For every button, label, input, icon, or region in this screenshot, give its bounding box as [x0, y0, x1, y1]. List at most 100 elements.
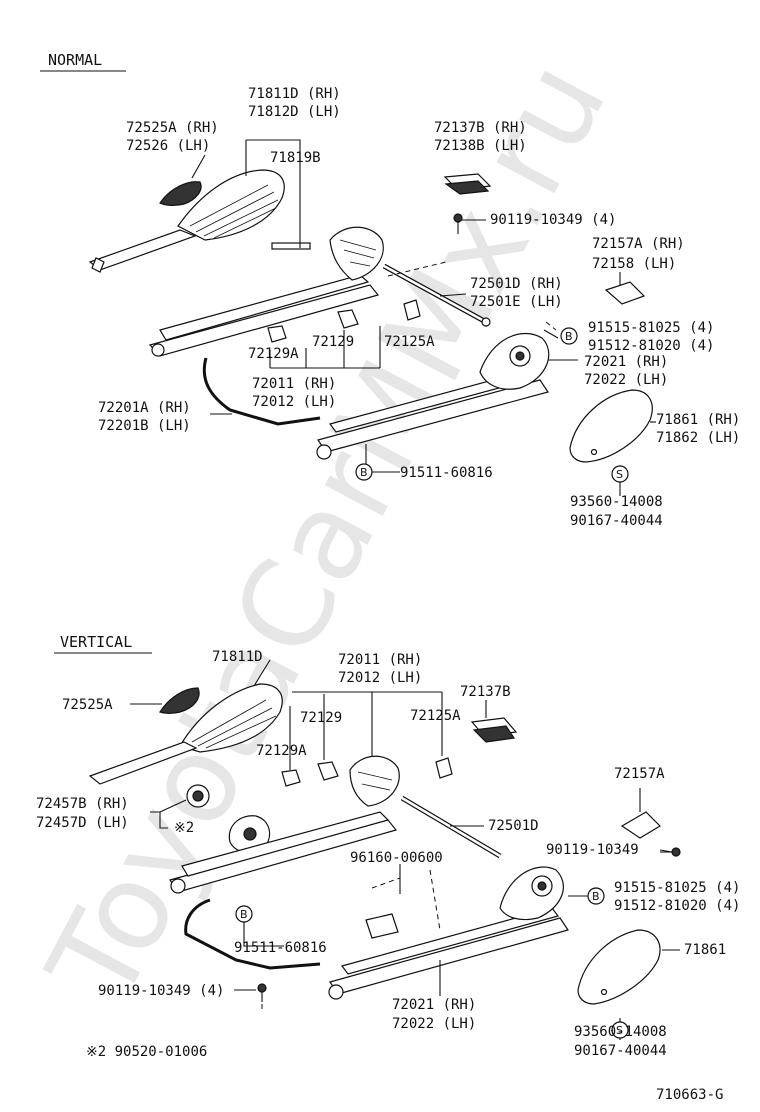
- seat-track-72011-icon: [169, 755, 400, 894]
- leader-line: [243, 922, 284, 947]
- circle-s-letter: S: [616, 1024, 623, 1037]
- seat-track-outer-icon: [88, 741, 198, 785]
- circle-b-letter: B: [592, 890, 600, 903]
- label-72457D: 72457D (LH): [36, 815, 129, 831]
- label-72501D: 72501D (RH): [470, 276, 563, 292]
- label-note2: ※2: [174, 820, 194, 836]
- strip-71819B-icon: [271, 242, 311, 250]
- label-71861: 71861: [684, 942, 726, 958]
- label-71811D: 71811D (RH): [248, 86, 341, 102]
- side-cover-72525A-icon: [159, 181, 202, 206]
- label-91511: 91511-60816: [400, 465, 493, 481]
- seat-track-72011-icon: [148, 226, 384, 357]
- label-72501D: 72501D: [488, 818, 539, 834]
- label-71861: 71861 (RH): [656, 412, 740, 428]
- clip-72129A-icon: [281, 769, 301, 787]
- bracket-72137B-icon: [470, 717, 518, 743]
- leader-line: [269, 326, 381, 369]
- bolt-90119-icon: [453, 213, 463, 234]
- label-72125A: 72125A: [384, 334, 435, 350]
- label-91515: 91515-81025 (4): [588, 320, 714, 336]
- rod-72501D-icon: [382, 263, 491, 327]
- label-72129: 72129: [312, 334, 354, 350]
- circle-b-letter: B: [360, 466, 368, 479]
- cushion-pad-71811D-icon: [177, 169, 285, 241]
- circle-b-letter: B: [565, 330, 573, 343]
- label-72157A: 72157A: [614, 766, 665, 782]
- bracket-72137B-icon: [443, 173, 492, 195]
- label-72158: 72158 (LH): [592, 256, 676, 272]
- leader-line: [543, 329, 559, 339]
- label-93560: 93560-14008: [574, 1024, 667, 1040]
- circle-b-marker: [587, 887, 605, 905]
- label-71811D: 71811D: [212, 649, 263, 665]
- clip-72129-icon: [337, 309, 359, 329]
- rod-72201A-icon: [202, 357, 321, 426]
- label-72129A: 72129A: [256, 743, 307, 759]
- label-93560: 93560-14008: [570, 494, 663, 510]
- label-90167: 90167-40044: [574, 1043, 667, 1059]
- label-72129: 72129: [300, 710, 342, 726]
- label-72501E: 72501E (LH): [470, 294, 563, 310]
- label-72457B: 72457B (RH): [36, 796, 129, 812]
- drawing-number: 710663-G: [656, 1087, 723, 1103]
- label-91515: 91515-81025 (4): [614, 880, 740, 896]
- circle-b-letter: B: [240, 908, 248, 921]
- dashed-leader: [371, 877, 401, 889]
- label-72157A: 72157A (RH): [592, 236, 685, 252]
- side-cover-72525A-icon: [159, 687, 200, 715]
- circle-b-marker: [560, 327, 578, 345]
- label-71862: 71862 (LH): [656, 430, 740, 446]
- dashed-leader: [387, 261, 447, 277]
- label-90119b: 90119-10349 (4): [98, 983, 224, 999]
- label-71812D: 71812D (LH): [248, 104, 341, 120]
- leader-line: [439, 293, 467, 297]
- leader-line: [150, 799, 187, 829]
- label-72011: 72011 (RH): [252, 376, 336, 392]
- bolt-90119-bottom-icon: [257, 983, 267, 1002]
- label-90167: 90167-40044: [570, 513, 663, 529]
- leader-line: [246, 139, 301, 248]
- label-72137B: 72137B: [460, 684, 511, 700]
- clip-72129-icon: [317, 761, 339, 781]
- label-72201A: 72201A (RH): [98, 400, 191, 416]
- label-72021: 72021 (RH): [584, 354, 668, 370]
- link-bracket-icon: [365, 913, 399, 939]
- cushion-pad-71811D-icon: [179, 683, 283, 753]
- rod-72501D-icon: [400, 795, 502, 859]
- label-72022: 72022 (LH): [392, 1016, 476, 1032]
- label-90119: 90119-10349 (4): [490, 212, 616, 228]
- section-title-vertical: VERTICAL: [60, 633, 132, 651]
- label-91512: 91512-81020 (4): [614, 898, 740, 914]
- knob-72457B-icon: [186, 784, 210, 808]
- seat-track-72021-icon: [328, 866, 569, 1000]
- circle-s-letter: S: [616, 468, 623, 481]
- label-72201B: 72201B (LH): [98, 418, 191, 434]
- label-72012: 72012 (LH): [338, 670, 422, 686]
- label-90119a: 90119-10349: [546, 842, 639, 858]
- label-72526: 72526 (LH): [126, 138, 210, 154]
- recliner-cover-71861-icon: [577, 929, 661, 1005]
- seat-track-72021-icon: [316, 333, 550, 460]
- label-72022: 72022 (LH): [584, 372, 668, 388]
- label-72012: 72012 (LH): [252, 394, 336, 410]
- clip-72125A-icon: [435, 757, 453, 779]
- dashed-leader: [429, 869, 441, 931]
- label-72011: 72011 (RH): [338, 652, 422, 668]
- bracket-72157A-icon: [604, 281, 646, 305]
- rod-link-icon: [184, 898, 321, 970]
- label-72021: 72021 (RH): [392, 997, 476, 1013]
- label-72125A: 72125A: [410, 708, 461, 724]
- bracket-72157A-icon: [620, 811, 661, 839]
- recliner-cover-71861-icon: [569, 389, 653, 463]
- label-72137B: 72137B (RH): [434, 120, 527, 136]
- dashed-leader: [545, 321, 557, 331]
- clip-72125A-icon: [403, 299, 421, 321]
- footnote: ※2 90520-01006: [86, 1044, 207, 1060]
- label-72525A: 72525A (RH): [126, 120, 219, 136]
- circle-s-marker: [611, 1021, 629, 1039]
- label-91511: 91511-60816: [234, 940, 327, 956]
- clip-72129A-icon: [267, 325, 287, 343]
